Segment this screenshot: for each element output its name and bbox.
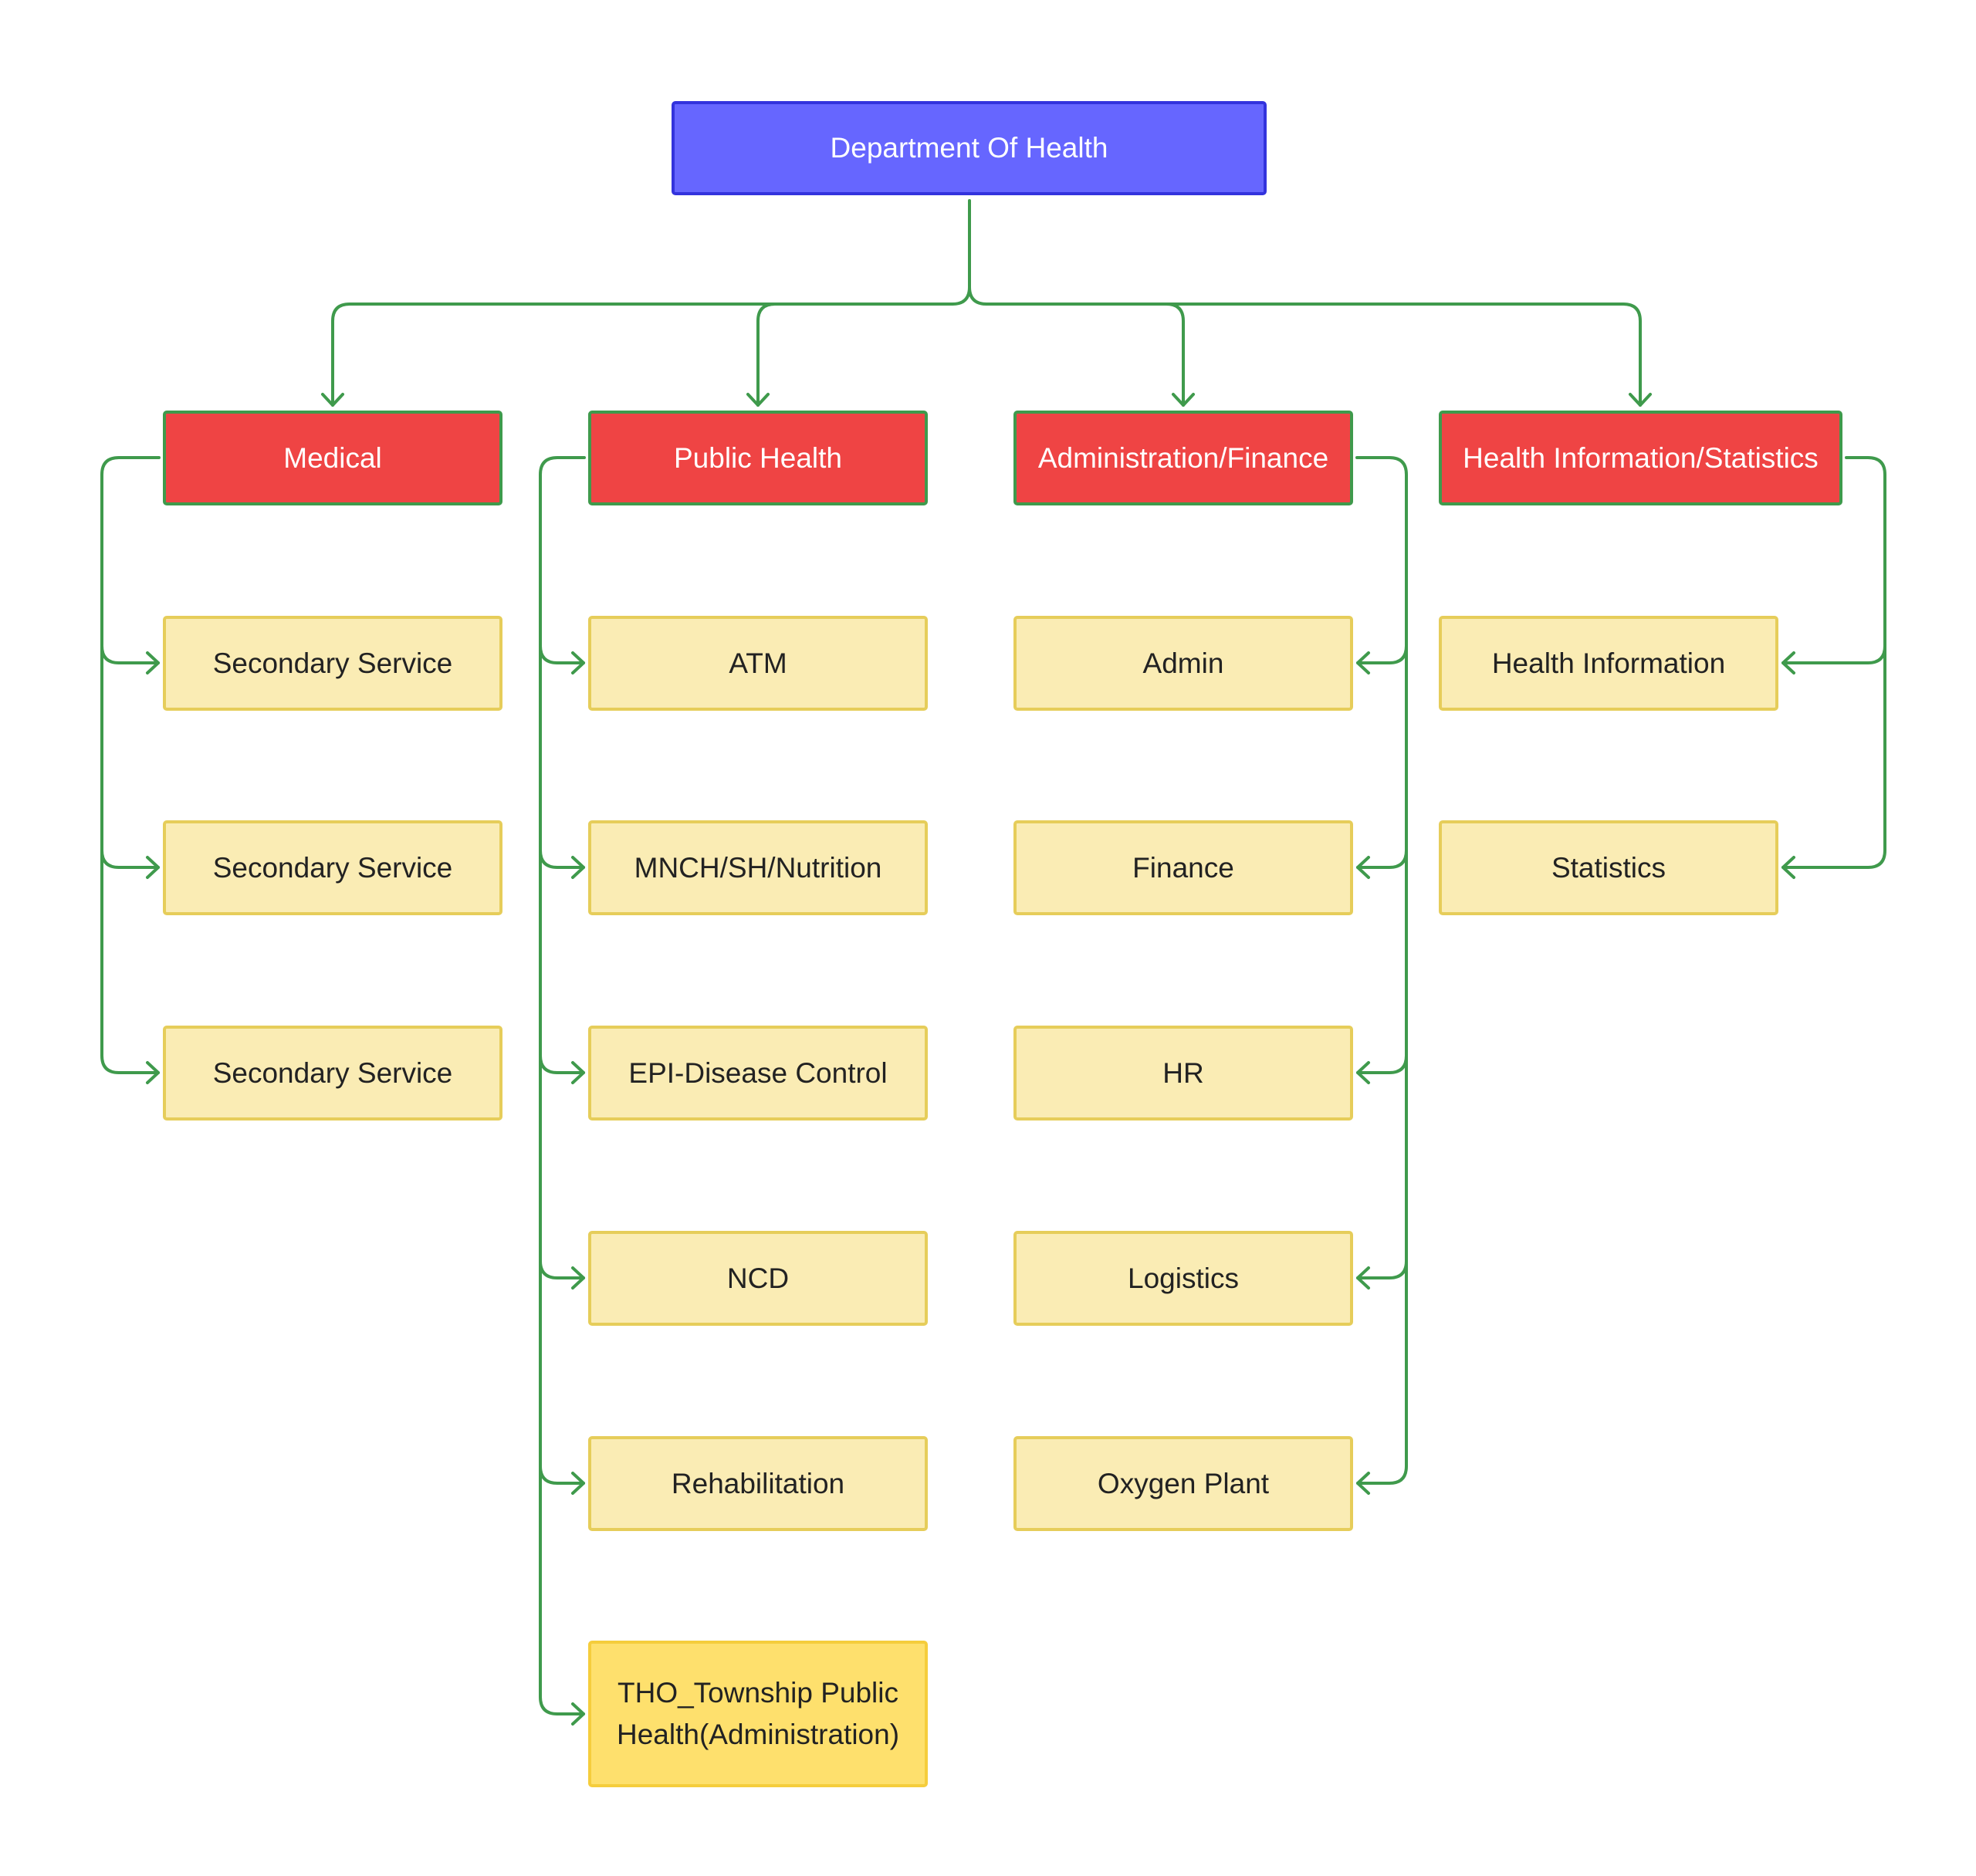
department-node-public-health: Public Health bbox=[588, 411, 928, 505]
unit-label: Secondary Service bbox=[212, 851, 453, 884]
arrow-head-left bbox=[1781, 856, 1795, 879]
arrow-head-right bbox=[146, 1061, 160, 1084]
connector-to-administration bbox=[1165, 303, 1185, 407]
unit-node-atm: ATM bbox=[588, 616, 928, 711]
department-label: Medical bbox=[283, 441, 382, 474]
unit-node-finance: Finance bbox=[1013, 820, 1353, 915]
connector-administration-branch bbox=[1356, 1259, 1408, 1279]
unit-label: Admin bbox=[1142, 647, 1224, 679]
connector-public-health-branch bbox=[539, 1259, 585, 1279]
unit-node-secondary-service: Secondary Service bbox=[163, 820, 502, 915]
unit-label: Secondary Service bbox=[212, 647, 453, 679]
connector-to-health-information bbox=[985, 303, 1642, 407]
arrow-head-down bbox=[1172, 393, 1195, 407]
unit-node-epi-disease-control: EPI-Disease Control bbox=[588, 1026, 928, 1121]
unit-label: Statistics bbox=[1551, 851, 1666, 884]
arrow-head-left bbox=[1356, 651, 1370, 674]
arrow-head-right bbox=[571, 1266, 585, 1290]
arrow-head-right bbox=[571, 1472, 585, 1495]
unit-node-admin: Admin bbox=[1013, 616, 1353, 711]
connector-administration-branch bbox=[1356, 644, 1408, 664]
unit-node-health-information: Health Information bbox=[1439, 616, 1778, 711]
connector-public-health-bracket bbox=[539, 456, 586, 1715]
unit-node-secondary-service: Secondary Service bbox=[163, 616, 502, 711]
arrow-head-left bbox=[1356, 1266, 1370, 1290]
connector-administration-bracket bbox=[1355, 456, 1408, 1485]
arrow-head-down bbox=[746, 393, 770, 407]
connector-root-trunk-right bbox=[968, 286, 988, 306]
arrow-head-left bbox=[1356, 1061, 1370, 1084]
unit-node-logistics: Logistics bbox=[1013, 1231, 1353, 1326]
unit-node-tho-township-public-health: THO_Township Public Health(Administratio… bbox=[588, 1641, 928, 1787]
connector-medical-bracket bbox=[100, 456, 161, 1074]
root-label: Department Of Health bbox=[830, 132, 1108, 164]
unit-label: Rehabilitation bbox=[671, 1467, 845, 1499]
unit-node-hr: HR bbox=[1013, 1026, 1353, 1121]
connector-public-health-branch bbox=[539, 849, 585, 869]
unit-node-ncd: NCD bbox=[588, 1231, 928, 1326]
unit-label: Finance bbox=[1132, 851, 1234, 884]
arrow-head-right bbox=[571, 1061, 585, 1084]
arrow-head-right bbox=[571, 651, 585, 674]
unit-label: EPI-Disease Control bbox=[628, 1056, 888, 1089]
unit-label: ATM bbox=[729, 647, 787, 679]
arrow-head-left bbox=[1356, 856, 1370, 879]
department-label: Health Information/Statistics bbox=[1463, 441, 1819, 474]
department-node-health-information-statistics: Health Information/Statistics bbox=[1439, 411, 1842, 505]
arrow-head-down bbox=[1629, 393, 1652, 407]
connector-root-trunk bbox=[951, 199, 971, 306]
unit-label: Oxygen Plant bbox=[1097, 1467, 1270, 1499]
connector-administration-branch bbox=[1356, 1054, 1408, 1074]
unit-label: MNCH/SH/Nutrition bbox=[634, 851, 882, 884]
unit-node-secondary-service: Secondary Service bbox=[163, 1026, 502, 1121]
connector-to-public-health bbox=[756, 303, 777, 407]
connector-public-health-branch bbox=[539, 1465, 585, 1485]
unit-label: HR bbox=[1162, 1056, 1204, 1089]
connector-to-medical bbox=[331, 303, 954, 407]
arrow-head-right bbox=[571, 1702, 585, 1726]
unit-label: Logistics bbox=[1128, 1262, 1239, 1294]
unit-label: NCD bbox=[726, 1262, 790, 1294]
department-node-administration-finance: Administration/Finance bbox=[1013, 411, 1353, 505]
arrow-head-down bbox=[321, 393, 344, 407]
root-node-department-of-health: Department Of Health bbox=[672, 101, 1267, 195]
unit-label: Secondary Service bbox=[212, 1056, 453, 1089]
arrow-head-right bbox=[146, 856, 160, 879]
unit-node-statistics: Statistics bbox=[1439, 820, 1778, 915]
arrow-head-left bbox=[1356, 1472, 1370, 1495]
arrow-head-left bbox=[1781, 651, 1795, 674]
unit-label: Health Information bbox=[1491, 647, 1726, 679]
connector-public-health-branch bbox=[539, 1054, 585, 1074]
connector-medical-branch bbox=[100, 849, 160, 869]
unit-node-oxygen-plant: Oxygen Plant bbox=[1013, 1436, 1353, 1531]
connector-public-health-branch bbox=[539, 644, 585, 664]
unit-node-mnch-sh-nutrition: MNCH/SH/Nutrition bbox=[588, 820, 928, 915]
connector-health-information-branch bbox=[1781, 644, 1886, 664]
connector-health-information-bracket bbox=[1781, 456, 1886, 869]
department-label: Administration/Finance bbox=[1037, 441, 1329, 474]
department-node-medical: Medical bbox=[163, 411, 502, 505]
unit-label: THO_Township Public Health(Administratio… bbox=[616, 1677, 900, 1750]
unit-node-rehabilitation: Rehabilitation bbox=[588, 1436, 928, 1531]
department-label: Public Health bbox=[673, 441, 842, 474]
connector-medical-branch bbox=[100, 644, 160, 664]
connector-administration-branch bbox=[1356, 849, 1408, 869]
arrow-head-right bbox=[571, 856, 585, 879]
arrow-head-right bbox=[146, 651, 160, 674]
